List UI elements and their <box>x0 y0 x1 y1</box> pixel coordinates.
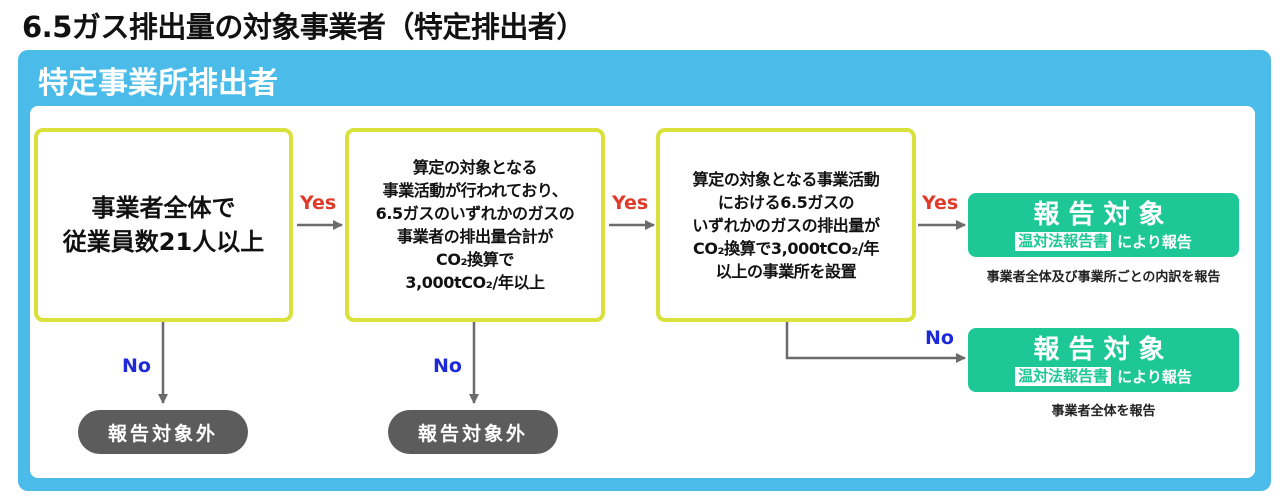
reportable-result-1: 報告対象 温対法報告書 により報告 <box>968 193 1239 257</box>
result-2-method: 温対法報告書 により報告 <box>1015 366 1192 387</box>
result-1-method: 温対法報告書 により報告 <box>1015 231 1192 252</box>
condition-2-line: 算定の対象となる <box>412 158 538 177</box>
no-label-3: No <box>925 327 954 349</box>
condition-3-line: いずれかのガスの排出量が <box>692 215 880 235</box>
yes-label-3: Yes <box>922 192 959 214</box>
not-reportable-badge-1: 報告対象外 <box>78 410 248 454</box>
yes-label-1: Yes <box>300 192 337 214</box>
condition-2-line: 3,000tCO₂/年以上 <box>405 273 545 292</box>
condition-2-line: CO₂換算で <box>436 250 514 269</box>
condition-box-1: 事業者全体で 従業員数21人以上 <box>34 128 293 322</box>
panel-title: 特定事業所排出者 <box>38 66 278 101</box>
result-2-title: 報告対象 <box>1033 334 1174 365</box>
not-reportable-badge-2: 報告対象外 <box>388 410 558 454</box>
result-2-note: 事業者全体を報告 <box>1051 404 1156 419</box>
condition-3-line: 算定の対象となる事業活動 <box>692 169 880 189</box>
reportable-result-2: 報告対象 温対法報告書 により報告 <box>968 328 1239 392</box>
page-title: 6.5ガス排出量の対象事業者（特定排出者） <box>22 10 585 44</box>
condition-1-line: 事業者全体で <box>91 194 236 222</box>
condition-2-line: 6.5ガスのいずれかのガスの <box>375 204 575 223</box>
condition-3-line: における6.5ガスの <box>717 192 855 212</box>
result-1-report-tag: 温対法報告書 <box>1015 231 1112 251</box>
arrow-cond3-to-result2 <box>785 322 966 363</box>
result-1-suffix: により報告 <box>1117 232 1192 251</box>
result-1-note: 事業者全体及び事業所ごとの内訳を報告 <box>986 270 1221 285</box>
condition-2-line: 事業者の排出量合計が <box>396 227 553 246</box>
yes-label-2: Yes <box>612 192 649 214</box>
condition-box-2: 算定の対象となる 事業活動が行われており、 6.5ガスのいずれかのガスの 事業者… <box>345 128 605 322</box>
result-1-title: 報告対象 <box>1033 199 1174 230</box>
condition-2-line: 事業活動が行われており、 <box>382 181 568 200</box>
condition-1-line: 従業員数21人以上 <box>62 228 265 256</box>
condition-3-line: 以上の事業所を設置 <box>715 261 857 281</box>
condition-box-3: 算定の対象となる事業活動 における6.5ガスの いずれかのガスの排出量が CO₂… <box>656 128 916 322</box>
condition-3-line: CO₂換算で3,000tCO₂/年 <box>692 238 879 258</box>
no-label-1: No <box>122 355 151 377</box>
no-label-2: No <box>433 355 462 377</box>
result-2-suffix: により報告 <box>1117 367 1192 386</box>
result-2-report-tag: 温対法報告書 <box>1015 366 1112 386</box>
